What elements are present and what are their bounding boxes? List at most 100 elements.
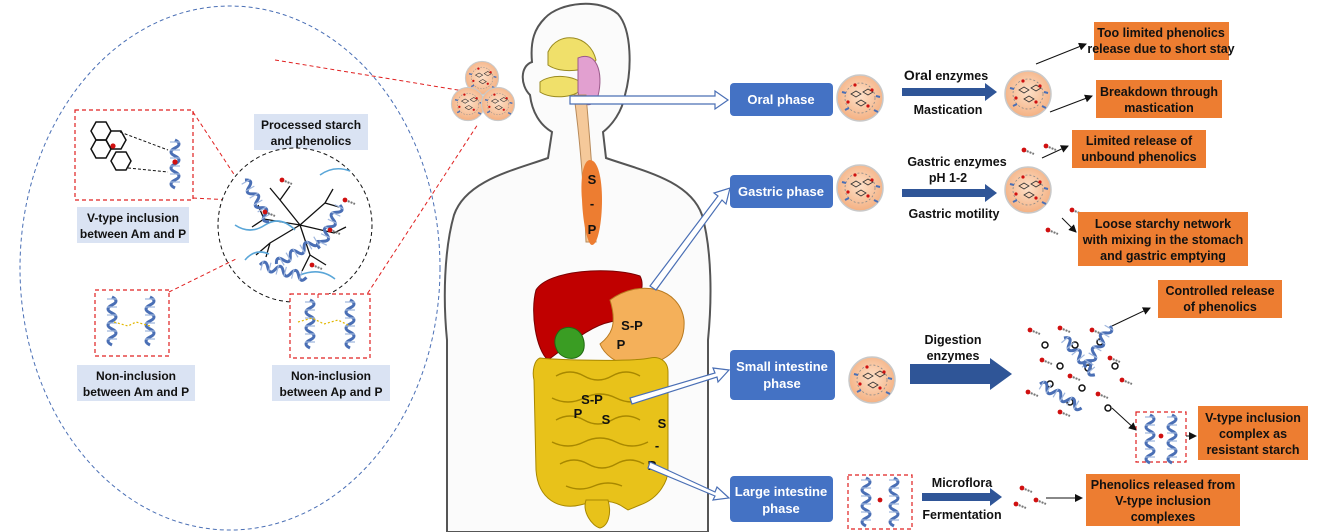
outcome-small-2-line2: complex as bbox=[1219, 427, 1287, 441]
gastric-enzymes-label: Gastric enzymes bbox=[907, 155, 1006, 169]
outcome-oral-1-line1: Too limited phenolics bbox=[1097, 26, 1225, 40]
outcome-gastric-2-line3: and gastric emptying bbox=[1100, 249, 1226, 263]
outcome-small-1-box bbox=[1158, 280, 1282, 318]
gallbladder bbox=[554, 326, 585, 359]
vtype-label-line1: V-type inclusion bbox=[87, 211, 179, 225]
processed-starch-line2: and phenolics bbox=[271, 134, 352, 148]
outcome-oral-2-box bbox=[1096, 80, 1222, 118]
colon-label-dash: - bbox=[655, 438, 659, 453]
outcome-small-2-line1: V-type inclusion bbox=[1205, 411, 1301, 425]
digestion-enzymes-line2: enzymes bbox=[927, 349, 980, 363]
amylose-chains bbox=[234, 167, 351, 280]
small-intestine-granule bbox=[848, 356, 896, 404]
ring-link-upper bbox=[119, 131, 169, 151]
pointer-small-1 bbox=[1111, 307, 1151, 327]
vtype-helix-phenolic bbox=[172, 159, 178, 165]
pointer-oral-1 bbox=[1035, 42, 1087, 65]
small-intestine-phase-box bbox=[730, 350, 835, 400]
esophagus-label-p: P bbox=[588, 222, 597, 237]
pointer-gastric-2 bbox=[1061, 217, 1077, 233]
gastric-phase-box bbox=[730, 175, 833, 208]
noninclusion-ap-label-box bbox=[272, 365, 390, 401]
stomach-label-p: P bbox=[617, 337, 626, 352]
outcome-oral-1-line2: release due to short stay bbox=[1087, 42, 1234, 56]
oral-enzymes-rest: enzymes bbox=[932, 69, 988, 83]
large-intestine-label-1: Large intestine bbox=[735, 484, 827, 499]
oral-condition-arrow bbox=[902, 83, 997, 101]
small-intestine-connector bbox=[629, 367, 731, 405]
noninclusion-am-label-box bbox=[77, 365, 195, 401]
large-intestine-phase-box bbox=[730, 476, 833, 522]
large-intestine-released-phenolics bbox=[1012, 484, 1047, 509]
digestion-enzymes-line1: Digestion bbox=[925, 333, 982, 347]
gastric-granule-before bbox=[836, 164, 884, 212]
oral-granule-before bbox=[836, 74, 884, 122]
processed-starch-label-box bbox=[254, 114, 368, 150]
large-intestine-helix-dot bbox=[877, 497, 883, 503]
oral-phase-box bbox=[730, 83, 833, 116]
noninclusion-am-connector bbox=[168, 257, 239, 293]
phase-connectors bbox=[569, 89, 731, 501]
gastric-connector bbox=[649, 187, 731, 291]
colon-label-s: S bbox=[658, 416, 667, 431]
intestine-label-sp: S-P bbox=[581, 392, 603, 407]
noninclusion-ap-link bbox=[297, 317, 351, 327]
stomach-label-sp: S-P bbox=[621, 318, 643, 333]
phase-boxes: Oral phase Gastric phase Small intestine… bbox=[730, 83, 835, 522]
ring-link-lower bbox=[127, 167, 169, 173]
fermentation-label: Fermentation bbox=[922, 508, 1001, 522]
oral-granule-after bbox=[1004, 70, 1052, 118]
outcome-oral-1-box bbox=[1094, 22, 1229, 60]
inset-panel: V-type inclusion between Am and P Proces… bbox=[19, 5, 479, 531]
starch-granule-cluster bbox=[450, 60, 516, 122]
outcome-small-2-line3: resistant starch bbox=[1206, 443, 1299, 457]
mastication-label: Mastication bbox=[914, 103, 983, 117]
gastric-phase-label: Gastric phase bbox=[738, 184, 824, 199]
outcome-oral-2-line1: Breakdown through bbox=[1100, 85, 1218, 99]
oral-connector bbox=[569, 89, 730, 111]
oral-enzymes-bold: Oral bbox=[904, 67, 932, 83]
esophagus-segment bbox=[581, 160, 602, 245]
gastric-ph-label: pH 1-2 bbox=[929, 171, 967, 185]
esophagus-label-dash: - bbox=[590, 196, 594, 211]
outcome-large-1-line2: V-type inclusion bbox=[1115, 494, 1211, 508]
outcome-gastric-1-box bbox=[1072, 130, 1206, 168]
inset-boundary bbox=[19, 5, 441, 531]
small-intestine-label-1: Small intestine bbox=[736, 359, 828, 374]
outcome-large-1-line1: Phenolics released from bbox=[1091, 478, 1236, 492]
rectum bbox=[584, 499, 611, 529]
small-intestine-floating-helix-2 bbox=[1036, 378, 1086, 414]
microflora-label: Microflora bbox=[932, 476, 993, 490]
ring-phenolic-dot bbox=[110, 143, 116, 149]
intestine-label-s: S bbox=[602, 412, 611, 427]
esophagus-label-s: S bbox=[588, 172, 597, 187]
large-intestine-label-2: phase bbox=[762, 501, 800, 516]
outcome-gastric-1-line2: unbound phenolics bbox=[1081, 150, 1196, 164]
small-intestine-label-2: phase bbox=[763, 376, 801, 391]
intestine-label-p: P bbox=[574, 406, 583, 421]
oral-enzymes-label: Oral enzymes bbox=[904, 67, 988, 83]
large-intestine bbox=[532, 357, 669, 511]
large-intestine-condition-arrow bbox=[922, 488, 1002, 506]
small-intestine-folds bbox=[551, 371, 649, 490]
pointer-gastric-1 bbox=[1041, 145, 1069, 159]
small-intestine-released-phenolics bbox=[1024, 324, 1133, 417]
processed-starch-line1: Processed starch bbox=[261, 118, 361, 132]
outcome-small-1-line1: Controlled release bbox=[1165, 284, 1274, 298]
outcome-small-2-box bbox=[1198, 406, 1308, 460]
gastric-granule-after bbox=[1004, 166, 1052, 214]
noninclusion-am-box bbox=[94, 289, 170, 357]
resistant-starch-helix-dot bbox=[1158, 433, 1164, 439]
vtype-label-line2: between Am and P bbox=[80, 227, 186, 241]
outcome-oral-2-line2: mastication bbox=[1124, 101, 1193, 115]
outcome-large-1-box bbox=[1086, 474, 1240, 526]
outcome-boxes: Too limited phenolics release due to sho… bbox=[1072, 22, 1308, 526]
outcome-gastric-2-line1: Loose starchy network bbox=[1095, 217, 1231, 231]
noninclusion-am-line1: Non-inclusion bbox=[96, 369, 176, 383]
pointer-oral-2 bbox=[1049, 94, 1093, 113]
noninclusion-ap-line1: Non-inclusion bbox=[291, 369, 371, 383]
vtype-label-box bbox=[77, 207, 189, 243]
noninclusion-am-line2: between Am and P bbox=[83, 385, 189, 399]
noninclusion-ap-box bbox=[289, 293, 371, 359]
gastric-condition-arrow bbox=[902, 184, 997, 202]
